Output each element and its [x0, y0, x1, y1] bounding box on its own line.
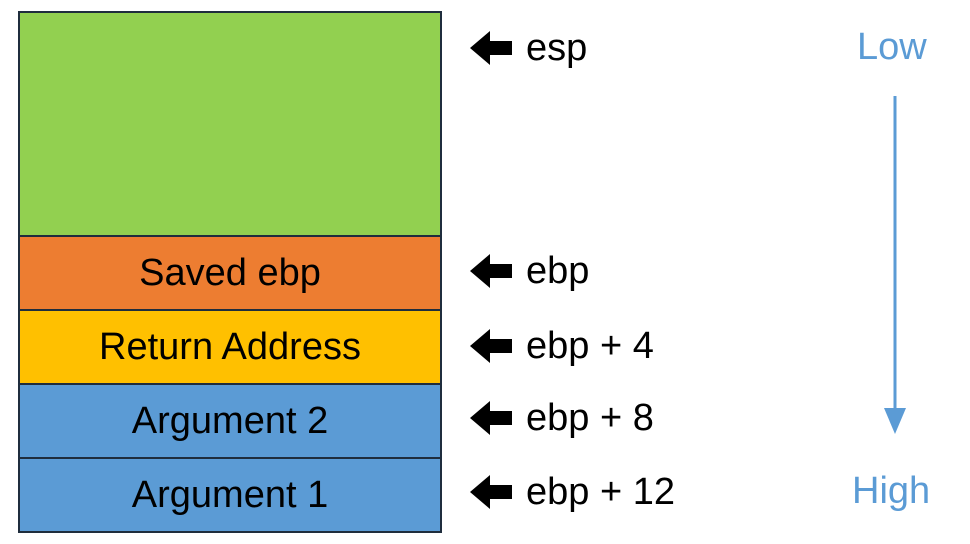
pointer-esp: esp [468, 23, 587, 73]
pointer-ebp-12-label: ebp + 12 [526, 470, 675, 513]
left-arrow-icon [470, 329, 512, 363]
free-stack-space [20, 13, 440, 235]
left-arrow-icon [470, 31, 512, 65]
saved-ebp-label: Saved ebp [139, 251, 321, 294]
pointer-ebp-4-label: ebp + 4 [526, 324, 654, 367]
left-arrow-icon [470, 254, 512, 288]
argument-1-block: Argument 1 [20, 457, 440, 531]
pointer-ebp-label: ebp [526, 249, 590, 292]
argument-2-block: Argument 2 [20, 383, 440, 457]
argument-2-label: Argument 2 [131, 399, 329, 442]
left-arrow-icon [470, 401, 512, 435]
pointer-ebp-4: ebp + 4 [468, 321, 654, 371]
pointer-ebp-8: ebp + 8 [468, 393, 654, 443]
pointer-ebp: ebp [468, 246, 589, 296]
left-arrow-icon [470, 475, 512, 509]
down-arrow-icon [884, 96, 906, 434]
direction-high-label: High [852, 470, 931, 512]
saved-ebp-block: Saved ebp [20, 235, 440, 309]
return-address-block: Return Address [20, 309, 440, 383]
direction-low-label: Low [857, 26, 927, 68]
stack-frame: Saved ebp Return Address Argument 2 Argu… [18, 11, 442, 533]
return-address-label: Return Address [99, 325, 361, 368]
pointer-ebp-12: ebp + 12 [468, 467, 675, 517]
pointer-esp-label: esp [526, 26, 588, 69]
argument-1-label: Argument 1 [131, 473, 329, 516]
pointer-ebp-8-label: ebp + 8 [526, 396, 654, 439]
